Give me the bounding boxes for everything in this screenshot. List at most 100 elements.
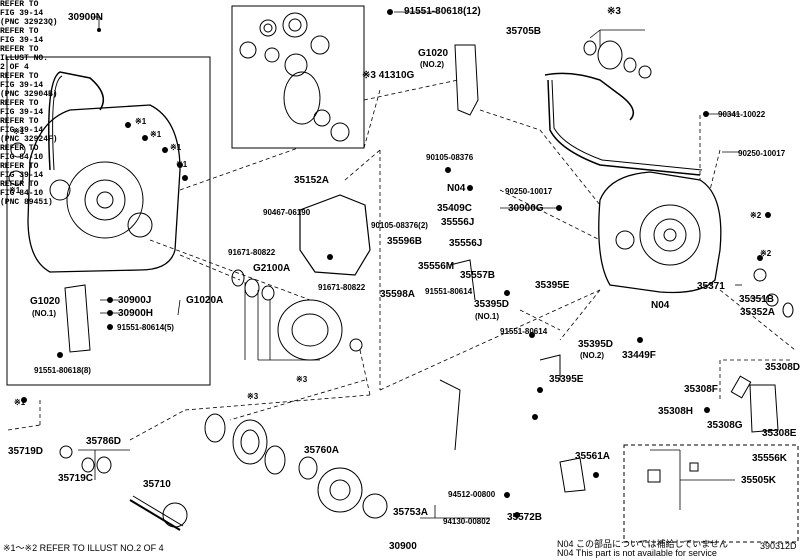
part-label-35598a[interactable]: 35598A	[380, 289, 416, 300]
refer-to-4[interactable]: REFER TO	[0, 99, 39, 108]
part-label-35505k[interactable]: 35505K	[741, 475, 777, 486]
sensor-group-box	[623, 444, 799, 543]
refer-to-fig-39-14-a-fig[interactable]: FIG 39-14	[0, 36, 44, 45]
part-label-91671-80822-b[interactable]: 91671-80822	[318, 283, 366, 292]
refer-to-5[interactable]: REFER TO	[0, 117, 39, 126]
part-label-90467-06190[interactable]: 90467-06190	[263, 208, 311, 217]
part-label-35308g[interactable]: 35308G	[707, 420, 743, 431]
refer-to-2[interactable]: REFER TO	[0, 72, 39, 81]
part-label-35556k[interactable]: 35556K	[752, 453, 788, 464]
part-label-90341-10022[interactable]: 90341-10022	[718, 110, 766, 119]
refer-to-1-fig[interactable]: FIG 39-14	[0, 9, 44, 18]
part-label-30900j[interactable]: 30900J	[118, 295, 152, 306]
refer-to-7-pnc[interactable]: (PNC 89451)	[0, 198, 53, 207]
part-label-35351b[interactable]: 35351B	[739, 294, 775, 305]
note-x1-f: ※1	[9, 186, 21, 195]
part-label-g1020a[interactable]: G1020A	[186, 295, 224, 306]
part-label-91551-80614-5[interactable]: 91551-80614(5)	[117, 323, 174, 332]
part-label-35556j[interactable]: 35556J	[441, 217, 475, 228]
refer-to-1-pnc[interactable]: (PNC 32923Q)	[0, 18, 58, 27]
diagram-code: 390312D	[760, 541, 797, 551]
part-label-90250-10017-a[interactable]: 90250-10017	[738, 149, 786, 158]
part-label-35308f[interactable]: 35308F	[684, 384, 718, 395]
part-label-35786d[interactable]: 35786D	[86, 436, 122, 447]
part-label-41310g[interactable]: ※3 41310G	[362, 70, 415, 81]
part-label-g1020-no1[interactable]: G1020	[30, 296, 61, 307]
refer-to-4-fig[interactable]: FIG 39-14	[0, 108, 44, 117]
refer-to-2-fig[interactable]: FIG 39-14	[0, 81, 44, 90]
part-label-94512-00800[interactable]: 94512-00800	[448, 490, 496, 499]
part-label-35352a[interactable]: 35352A	[740, 307, 776, 318]
refer-to-fig-39-14-b-fig[interactable]: FIG 39-14	[0, 171, 44, 180]
part-label-35719c[interactable]: 35719C	[58, 473, 94, 484]
part-label-35409c[interactable]: 35409C	[437, 203, 473, 214]
note-x2-b: ※2	[760, 249, 772, 258]
part-note-no1-b: (NO.1)	[475, 312, 499, 321]
part-label-90250-10017-b[interactable]: 90250-10017	[505, 187, 553, 196]
part-label-35395e[interactable]: 35395E	[535, 280, 570, 291]
refer-to-5-pnc[interactable]: (PNC 32924F)	[0, 135, 58, 144]
refer-to-illust-2[interactable]: ILLUST NO.	[0, 54, 49, 63]
part-label-35556m[interactable]: 35556M	[418, 261, 455, 272]
part-label-91671-80822-a[interactable]: 91671-80822	[228, 248, 276, 257]
part-note-no2: (NO.2)	[420, 60, 444, 69]
part-label-30900h[interactable]: 30900H	[118, 308, 154, 319]
part-label-90105-08376[interactable]: 90105-08376	[426, 153, 474, 162]
part-label-94130-00802[interactable]: 94130-00802	[443, 517, 491, 526]
refer-to-fig-39-14-a[interactable]: REFER TO	[0, 27, 39, 36]
note-x1-g: ※1	[14, 398, 26, 407]
part-label-91551-80618-8[interactable]: 91551-80618(8)	[34, 366, 91, 375]
refer-to-fig-39-14-b[interactable]: REFER TO	[0, 162, 39, 171]
refer-to-illust-3[interactable]: 2 OF 4	[0, 63, 29, 72]
note-x3-mid: ※3	[296, 375, 308, 384]
part-label-35308e[interactable]: 35308E	[762, 428, 797, 439]
part-label-91551-80614-b[interactable]: 91551-80614	[500, 327, 548, 336]
refer-to-6[interactable]: REFER TO	[0, 144, 39, 153]
part-label-30900g[interactable]: 30900G	[508, 203, 544, 214]
part-label-35760a[interactable]: 35760A	[304, 445, 340, 456]
part-label-35395d[interactable]: 35395D	[474, 299, 510, 310]
part-label-35308h[interactable]: 35308H	[658, 406, 694, 417]
part-label-35705b[interactable]: 35705B	[506, 26, 542, 37]
part-label-35572b[interactable]: 35572B	[507, 512, 543, 523]
note-x1-d: ※1	[176, 160, 188, 169]
part-label-35395e-2[interactable]: 35395E	[549, 374, 584, 385]
part-label-35561a[interactable]: 35561A	[575, 451, 611, 462]
part-label-35395d-2[interactable]: 35395D	[578, 339, 614, 350]
part-label-91551-80614-a[interactable]: 91551-80614	[425, 287, 473, 296]
refer-to-2-pnc[interactable]: (PNC 32904B)	[0, 90, 58, 99]
part-label-35719d[interactable]: 35719D	[8, 446, 44, 457]
part-label-30900n[interactable]: 30900N	[68, 12, 104, 23]
part-label-35308d[interactable]: 35308D	[765, 362, 801, 373]
part-label-n04-b[interactable]: N04	[651, 300, 670, 311]
part-label-30900[interactable]: 30900	[389, 541, 417, 552]
footer-n04-jp: N04 この部品については補給していません	[557, 539, 729, 549]
part-label-35152a[interactable]: 35152A	[294, 175, 330, 186]
part-label-33449f[interactable]: 33449F	[622, 350, 656, 361]
part-label-35556j-2[interactable]: 35556J	[449, 238, 483, 249]
note-x3-low: ※3	[247, 392, 259, 401]
gear-kit-box	[231, 5, 365, 149]
refer-to-illust-1[interactable]: REFER TO	[0, 45, 39, 54]
part-label-35371[interactable]: 35371	[697, 281, 725, 292]
part-label-g2100a[interactable]: G2100A	[253, 263, 291, 274]
note-x1-c: ※1	[170, 143, 182, 152]
part-label-35710[interactable]: 35710	[143, 479, 171, 490]
refer-to-1[interactable]: REFER TO	[0, 0, 39, 9]
part-note-no1-a: (NO.1)	[32, 309, 56, 318]
part-label-91551-80618-12[interactable]: 91551-80618(12)	[404, 6, 481, 17]
refer-to-7-fig[interactable]: FIG 84-10	[0, 189, 44, 198]
refer-to-5-fig[interactable]: FIG 39-14	[0, 126, 44, 135]
part-label-35557b[interactable]: 35557B	[460, 270, 496, 281]
part-label-g1020-no2[interactable]: G1020	[418, 48, 449, 59]
part-label-n04-a[interactable]: N04	[447, 183, 466, 194]
part-label-90105-08376-2[interactable]: 90105-08376(2)	[371, 221, 428, 230]
refer-to-6-fig[interactable]: FIG 84-10	[0, 153, 44, 162]
part-label-x3-top: ※3	[607, 6, 621, 17]
note-x2-a: ※2	[750, 211, 762, 220]
part-label-35753a[interactable]: 35753A	[393, 507, 429, 518]
note-x1-a: ※1	[135, 117, 147, 126]
part-label-35596b[interactable]: 35596B	[387, 236, 423, 247]
footer-n04-en: N04 This part is not available for servi…	[557, 548, 717, 558]
